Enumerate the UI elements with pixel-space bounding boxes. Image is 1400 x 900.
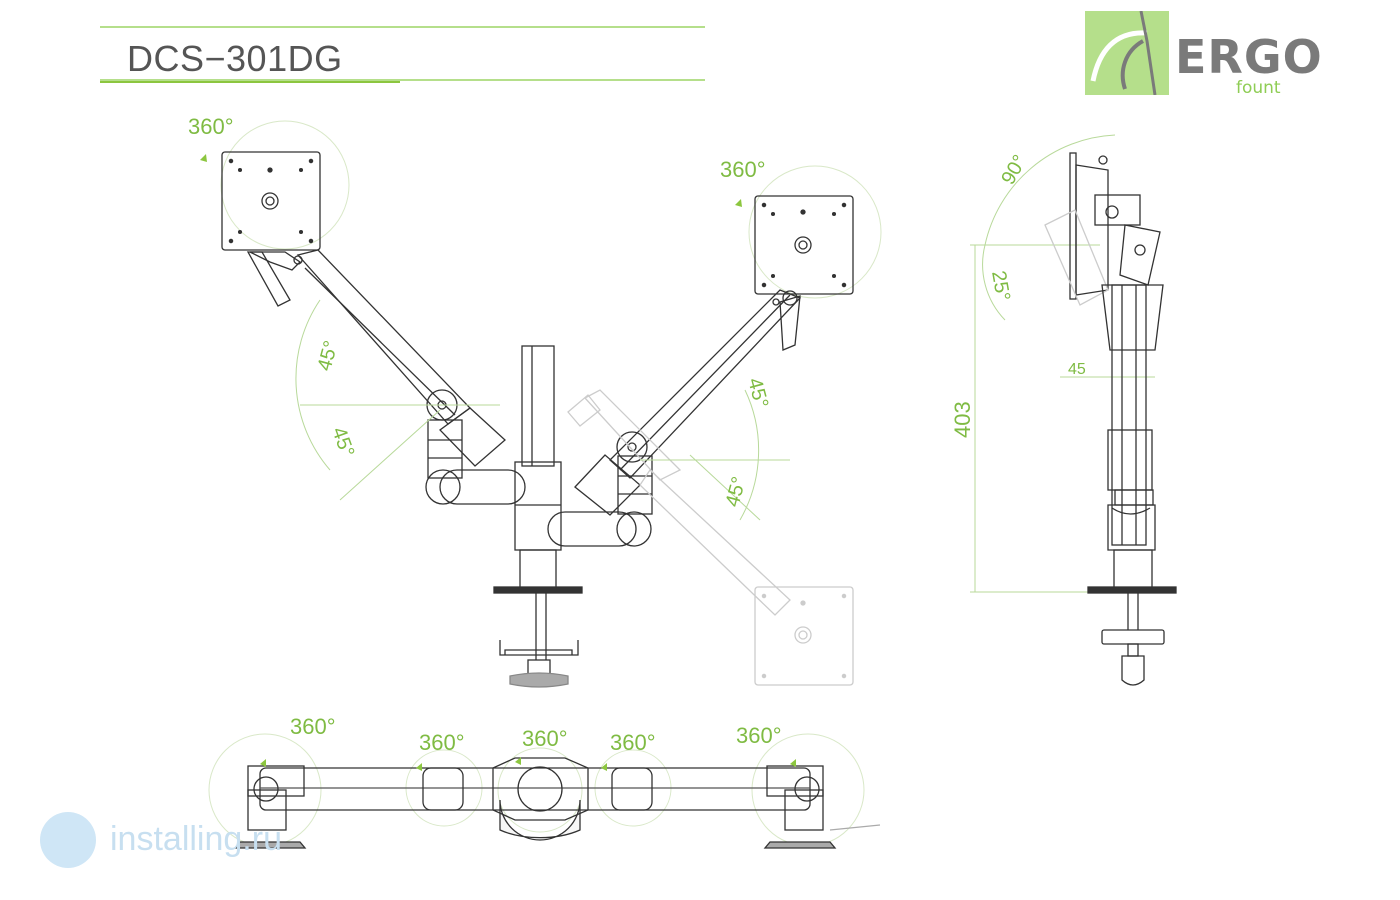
left-vesa-plate: [221, 151, 321, 251]
top-rotation-3: 360°: [522, 726, 568, 751]
top-rotation-1: 360°: [290, 714, 336, 739]
left-rotation-label: 360°: [188, 114, 234, 139]
watermark: installing.ru: [20, 806, 318, 876]
logo-wordmark: ERGO: [1175, 30, 1323, 84]
angle-guides: [295, 299, 790, 521]
right-rotation-circle: [748, 165, 882, 299]
top-rotation-2: 360°: [419, 730, 465, 755]
top-view: [208, 733, 881, 849]
right-vesa-plate: [754, 195, 854, 295]
logo-mark-icon: [1085, 10, 1169, 96]
side-tilt-down-angle: 25°: [987, 269, 1014, 303]
center-pole: [493, 345, 583, 688]
right-arm-ghost: [567, 389, 854, 686]
watermark-text: installing.ru: [110, 820, 282, 858]
side-height-dimension: 403: [950, 401, 975, 438]
left-rotation-circle: [220, 120, 350, 250]
right-rotation-arrow-icon: [735, 199, 742, 207]
logo-subtitle: fount: [1236, 78, 1281, 98]
right-arm-upper-angle: 45°: [743, 376, 772, 411]
watermark-logo-icon: [40, 812, 96, 868]
side-view: [970, 134, 1177, 686]
top-rotation-5: 360°: [736, 723, 782, 748]
right-arm-lower-angle: 45°: [722, 474, 751, 509]
left-rotation-arrow-icon: [200, 154, 207, 162]
side-depth-dimension: 45: [1068, 361, 1086, 378]
left-arm-upper-angle: 45°: [314, 338, 343, 373]
right-arm: [547, 289, 802, 547]
side-tilt-up-angle: 90°: [997, 151, 1031, 188]
right-rotation-label: 360°: [720, 157, 766, 182]
model-title: DCS−301DG: [127, 38, 343, 79]
header-rules: [100, 26, 705, 83]
front-view: [200, 120, 882, 688]
top-rotation-4: 360°: [610, 730, 656, 755]
left-arm: [246, 249, 526, 505]
left-arm-lower-angle: 45°: [327, 424, 358, 460]
